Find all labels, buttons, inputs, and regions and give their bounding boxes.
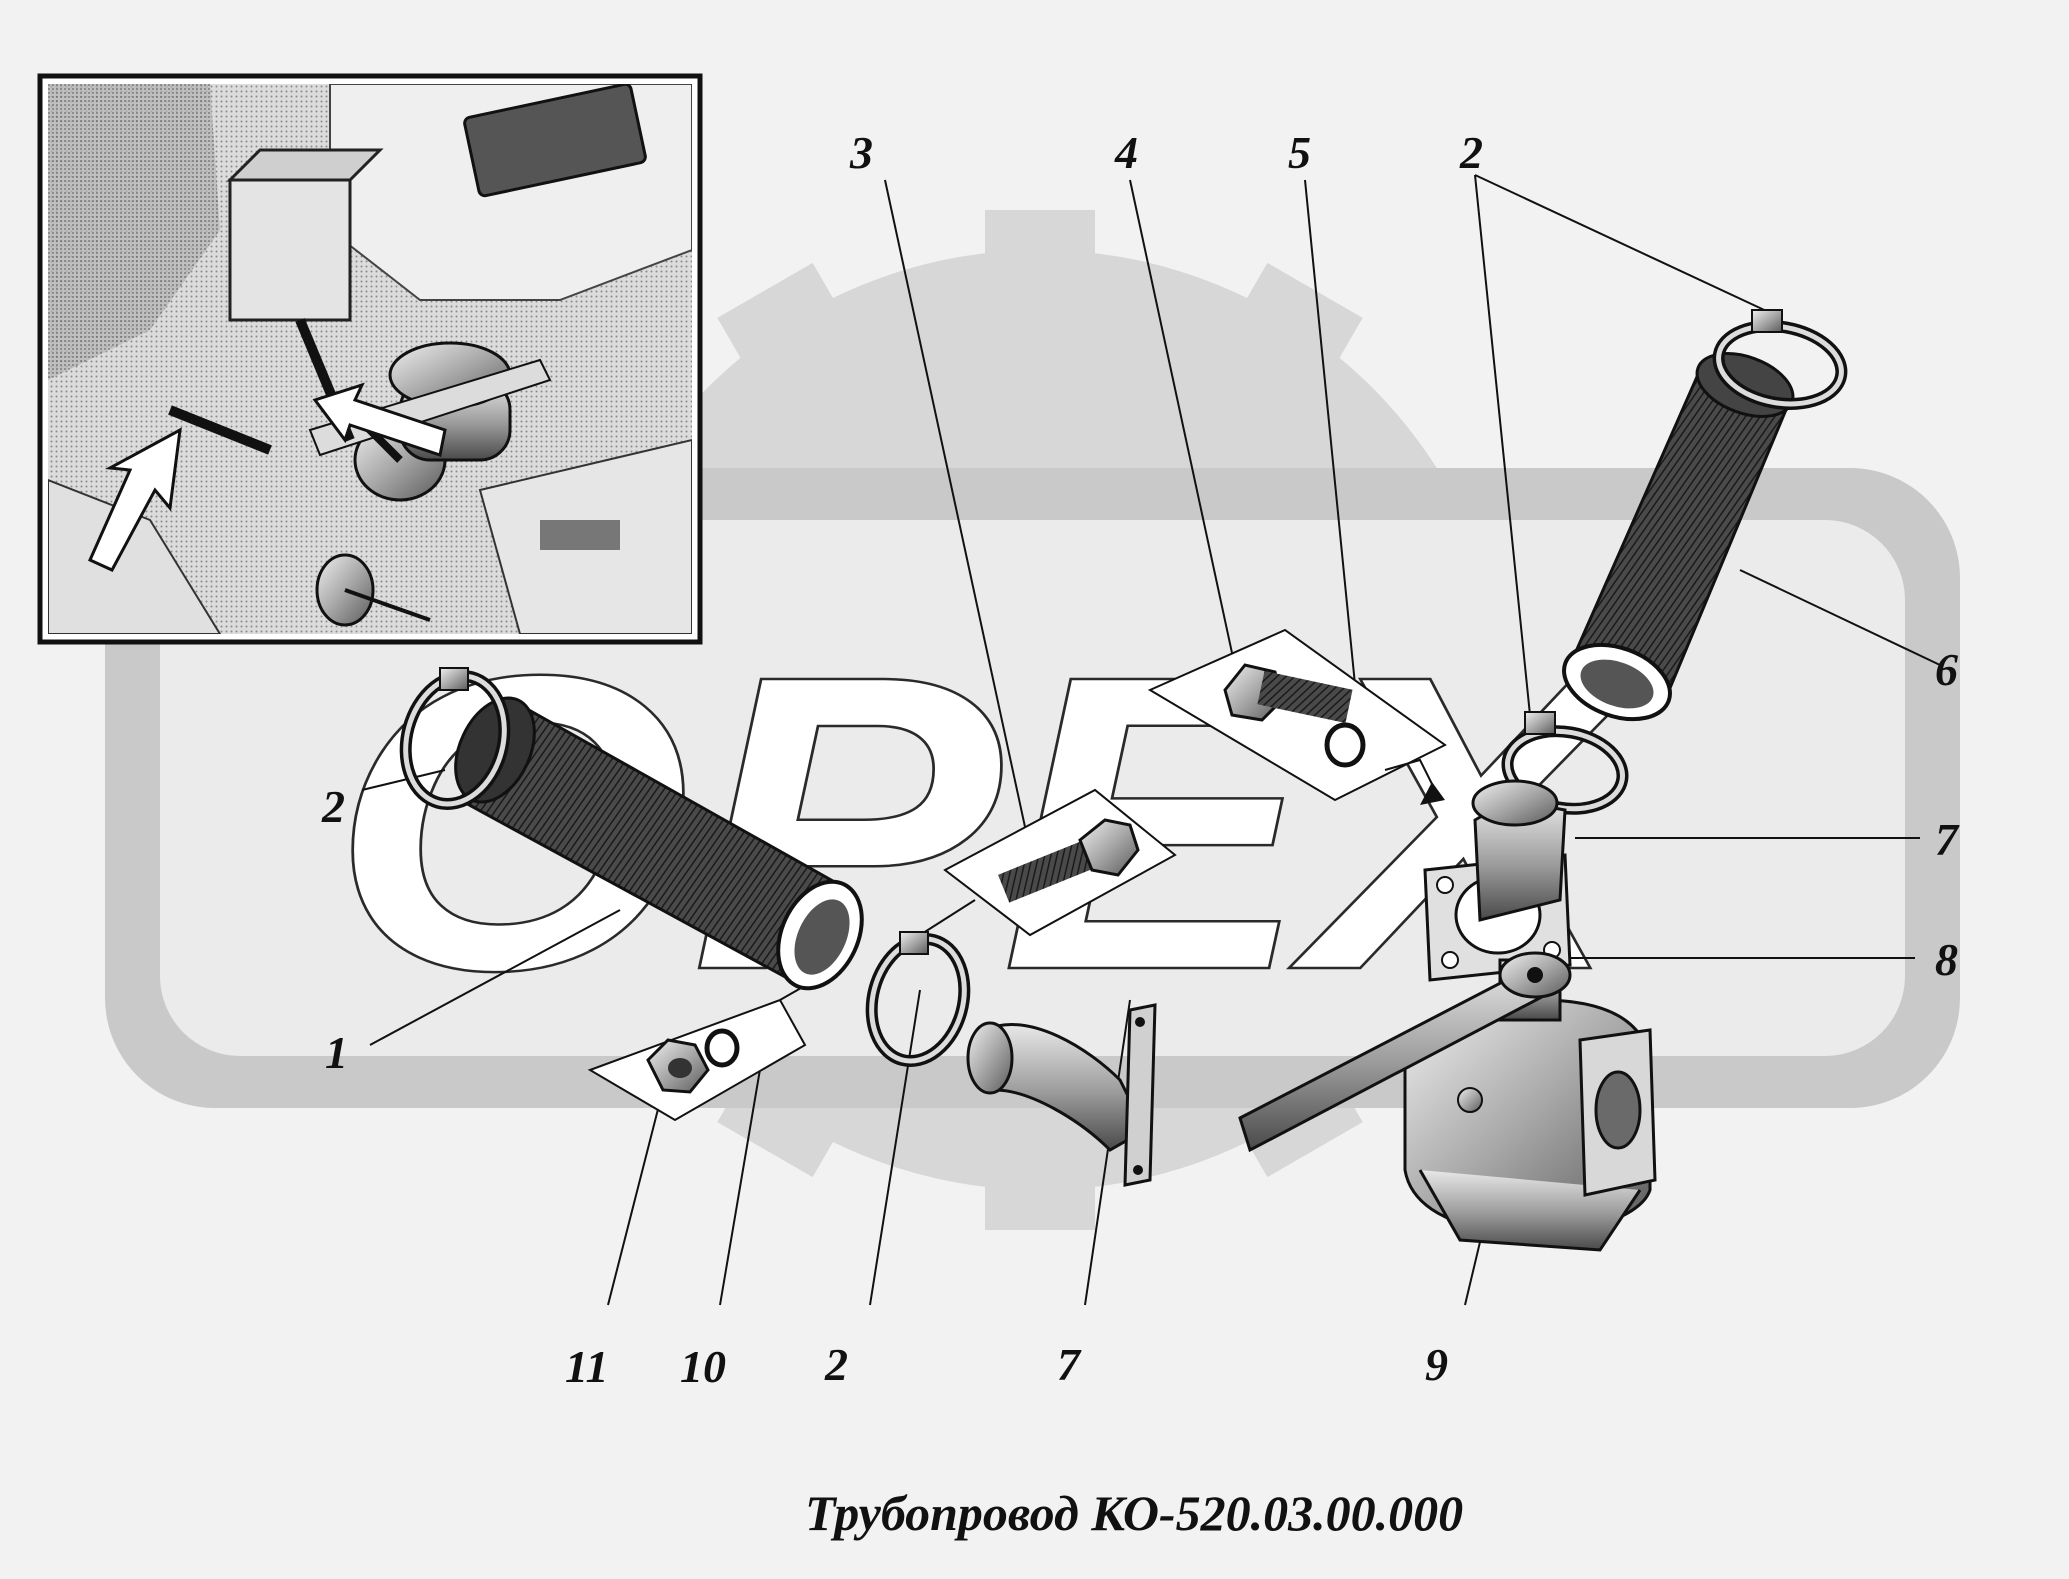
callout-4: 4	[1114, 127, 1138, 178]
callout-6: 6	[1935, 644, 1958, 695]
callout-2: 2	[1459, 127, 1483, 178]
callout-3: 3	[849, 127, 873, 178]
leader-lines	[361, 174, 1941, 1306]
spring-washer	[704, 1028, 740, 1068]
bolt-group-3	[919, 788, 1177, 937]
elbow-pipe	[966, 1003, 1157, 1187]
nut	[646, 1038, 710, 1094]
callout-1: 1	[325, 1027, 348, 1078]
bolt	[998, 818, 1140, 903]
callout-2: 2	[321, 781, 345, 832]
hose-1	[454, 696, 864, 991]
spring-washer	[1324, 722, 1366, 768]
callout-7: 7	[1057, 1339, 1082, 1390]
callout-7: 7	[1935, 814, 1960, 865]
inset-arrow-right	[312, 382, 447, 457]
callout-2: 2	[824, 1339, 848, 1390]
bolt	[1223, 663, 1353, 723]
hose-6	[1562, 352, 1795, 722]
inset-engine-sketch	[48, 84, 692, 634]
inset-arrow-left	[88, 427, 182, 572]
callout-10: 10	[680, 1341, 726, 1392]
callout-5: 5	[1288, 127, 1311, 178]
valve	[1403, 958, 1657, 1252]
hose-clamp	[865, 931, 971, 1068]
valve-handle	[1238, 951, 1572, 1153]
location-inset	[37, 73, 703, 645]
hose-clamp	[1712, 309, 1848, 410]
bolt-group-4-5	[1147, 628, 1447, 805]
valve-assembly	[1238, 779, 1657, 1252]
callout-11: 11	[565, 1341, 608, 1392]
elbow-pipe	[1471, 779, 1567, 922]
diagram-caption: Трубопровод КО-520.03.00.000	[805, 1485, 1463, 1541]
nut-washer-group	[587, 959, 851, 1122]
callout-labels: 1 2 2 2 3 4 5 6 7 7 8 9 10 11	[321, 127, 1960, 1392]
callout-9: 9	[1425, 1339, 1448, 1390]
hose-clamp	[399, 667, 511, 811]
callout-8: 8	[1935, 934, 1958, 985]
